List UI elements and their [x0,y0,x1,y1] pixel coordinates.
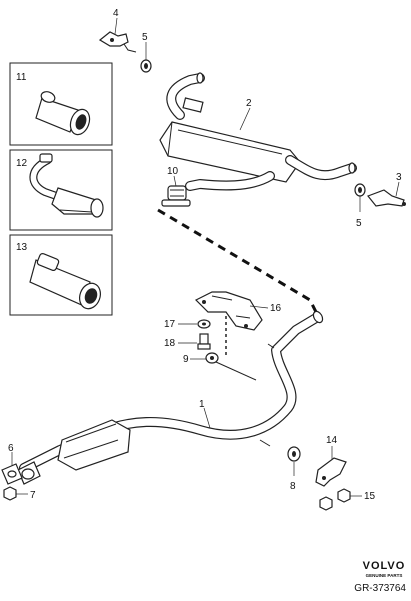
mounting-bracket-16 [194,291,263,331]
tailpipe-tip-round-drawing [35,91,91,136]
inset-box-13: 13 [9,234,113,316]
nut-15 [337,488,351,503]
hanger-bracket-14 [315,457,347,511]
callout-15: 15 [364,491,376,502]
callout-10: 10 [167,166,179,177]
washer-17 [197,319,211,329]
bolt-18 [197,333,211,350]
inset-box-12: 12 [9,149,113,231]
callout-2: 2 [246,98,252,109]
hanger-bracket-4 [98,31,137,53]
rubber-hanger-5-right [354,183,366,197]
tailpipe-tip-clamp-drawing [29,252,101,310]
callout-3: 3 [396,172,402,183]
callout-5-top: 5 [142,32,148,43]
front-pipe-1 [17,310,324,485]
rubber-hanger-8 [287,446,301,462]
drawing-reference: GR-373764 [354,583,406,594]
callout-16: 16 [270,303,282,314]
callout-1: 1 [199,399,205,410]
callout-13: 13 [16,242,28,253]
callout-7: 7 [30,490,36,501]
callout-17: 17 [164,319,176,330]
clamp-10 [161,185,191,207]
callout-5-right: 5 [356,218,362,229]
tailpipe-tip-oval-drawing [29,153,104,218]
rear-silencer-2 [159,72,357,191]
nut-7 [3,486,17,501]
callout-12: 12 [16,158,28,169]
callout-18: 18 [164,338,176,349]
dashed-connector [157,208,318,313]
rubber-hanger-5-top [140,59,152,73]
callout-8: 8 [290,481,296,492]
callout-6: 6 [8,443,14,454]
hanger-bracket-3 [367,189,406,207]
brand-name: VOLVO [363,560,406,572]
callout-14: 14 [326,435,338,446]
callout-11: 11 [16,72,27,83]
inset-box-11: 11 [9,62,113,146]
callout-4: 4 [113,8,119,19]
gasket-6 [1,463,23,485]
rubber-hanger-9 [205,352,219,364]
brand-tagline: GENUINE PARTS [366,573,403,578]
callout-9: 9 [183,354,189,365]
